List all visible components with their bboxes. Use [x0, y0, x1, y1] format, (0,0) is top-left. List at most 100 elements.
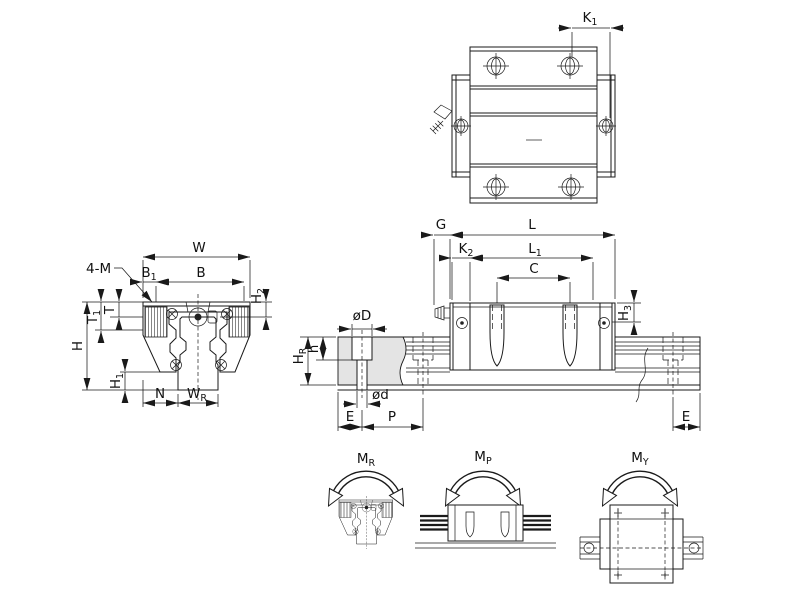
label-base: W [192, 240, 205, 256]
dim-b: B [156, 265, 245, 301]
label-base: H [108, 379, 124, 389]
dim-label-b1: B1 [141, 265, 156, 283]
hidden-hole-right [662, 332, 684, 398]
label-base: ød [372, 387, 389, 403]
threaded-wing-right [228, 306, 250, 338]
dim-label-t1: T1 [85, 310, 103, 325]
dim-w: W [142, 240, 251, 298]
dim-e-left: E [337, 392, 363, 431]
dim-n-wr: N WR [142, 380, 219, 407]
label-sub: R [200, 393, 207, 404]
dim-label-l: L [528, 217, 536, 233]
label-base: E [682, 409, 691, 425]
grease-nipple-top [429, 104, 453, 135]
dim-label-h1: H1 [108, 373, 126, 389]
moment-label-mp: MP [474, 449, 492, 467]
dim-4m: 4-M [86, 261, 153, 303]
dim-e-right: E [672, 393, 701, 431]
label-base: L [528, 241, 536, 257]
label-base: N [155, 386, 165, 402]
label-sub: 1 [115, 373, 126, 379]
dim-label-c: C [529, 261, 538, 277]
left-side-tab [450, 74, 472, 178]
dim-label-w: W [192, 240, 205, 256]
label-sub: 2 [467, 248, 473, 259]
rail-groove-lines [406, 341, 700, 373]
right-side-tab [595, 74, 617, 178]
moment-mp: MP [415, 449, 556, 549]
label-base: L [528, 217, 536, 233]
dim-h3: H3 [612, 290, 641, 335]
label-sub: 1 [591, 17, 597, 28]
moment-diagrams: MR MP MY [329, 449, 704, 584]
break-line [635, 347, 649, 403]
dim-k2: K2 [439, 241, 483, 301]
dim-d-minor: ød [343, 387, 389, 408]
label-sub: R [369, 458, 376, 469]
mini-front-view [339, 496, 393, 549]
dim-label-4m: 4-M [86, 261, 111, 277]
label-sub: Y [642, 457, 649, 468]
label-sub: 1 [536, 248, 542, 259]
dim-h2: H2 [220, 288, 272, 330]
moment-label-my: MY [631, 450, 649, 468]
label-base: G [436, 217, 446, 233]
label-base: H [249, 294, 265, 304]
moment-label-mr: MR [357, 451, 376, 469]
dim-label-d-minor: ød [372, 387, 389, 403]
rail-profile [177, 316, 219, 391]
label-base: M [474, 449, 486, 465]
dim-label-n: N [155, 386, 165, 402]
label-sub: R [298, 347, 309, 354]
label-base: h [306, 345, 322, 354]
label-base: H [616, 311, 632, 321]
dim-label-h2: H2 [249, 288, 267, 304]
label-base: 4-M [86, 261, 111, 277]
label-base: E [346, 409, 355, 425]
dim-label-wr: WR [187, 386, 207, 404]
dim-label-h-depth: h [306, 345, 322, 354]
label-sub: 3 [623, 305, 634, 311]
dim-label-h3: H3 [616, 305, 634, 321]
label-base: T [102, 305, 118, 315]
dim-h-depth: h [306, 337, 352, 361]
dim-label-d-major: øD [353, 308, 372, 324]
label-sub: P [486, 456, 492, 467]
dim-l: L [450, 217, 616, 299]
moment-mr: MR [329, 451, 404, 549]
label-base: øD [353, 308, 372, 324]
dim-label-p: P [388, 409, 396, 425]
mini-top-view [579, 504, 704, 584]
dim-h: H [70, 302, 178, 391]
label-base: C [529, 261, 538, 277]
carriage-front-drawing [142, 294, 251, 400]
plug-left [489, 304, 505, 367]
label-base: B [141, 265, 150, 281]
side-view: G L K2 L1 C [291, 217, 701, 431]
dim-p: P [362, 398, 424, 431]
label-base: H [70, 341, 86, 351]
threaded-wing-left [144, 306, 168, 338]
dim-label-e-left: E [346, 409, 355, 425]
mini-side-view [415, 504, 556, 549]
label-base: H [291, 354, 307, 364]
label-sub: 1 [151, 272, 157, 283]
dim-c: C [496, 261, 571, 303]
carriage-cavity [168, 311, 228, 373]
carriage-side [434, 302, 616, 371]
dim-l1: L1 [470, 241, 594, 300]
plug-right [562, 304, 578, 367]
dim-t1: T1 [85, 289, 143, 343]
moment-my: MY [579, 450, 704, 584]
label-base: P [388, 409, 396, 425]
dim-hr: HR [291, 336, 336, 386]
dim-label-k1: K1 [583, 10, 598, 28]
front-view: W 4-M B1 B H2 [70, 240, 272, 407]
label-sub: 1 [92, 310, 103, 316]
grease-nipple-side [434, 305, 451, 321]
dim-t: T [82, 289, 143, 330]
dim-b1: B1 [130, 265, 169, 302]
label-base: T [85, 315, 101, 325]
